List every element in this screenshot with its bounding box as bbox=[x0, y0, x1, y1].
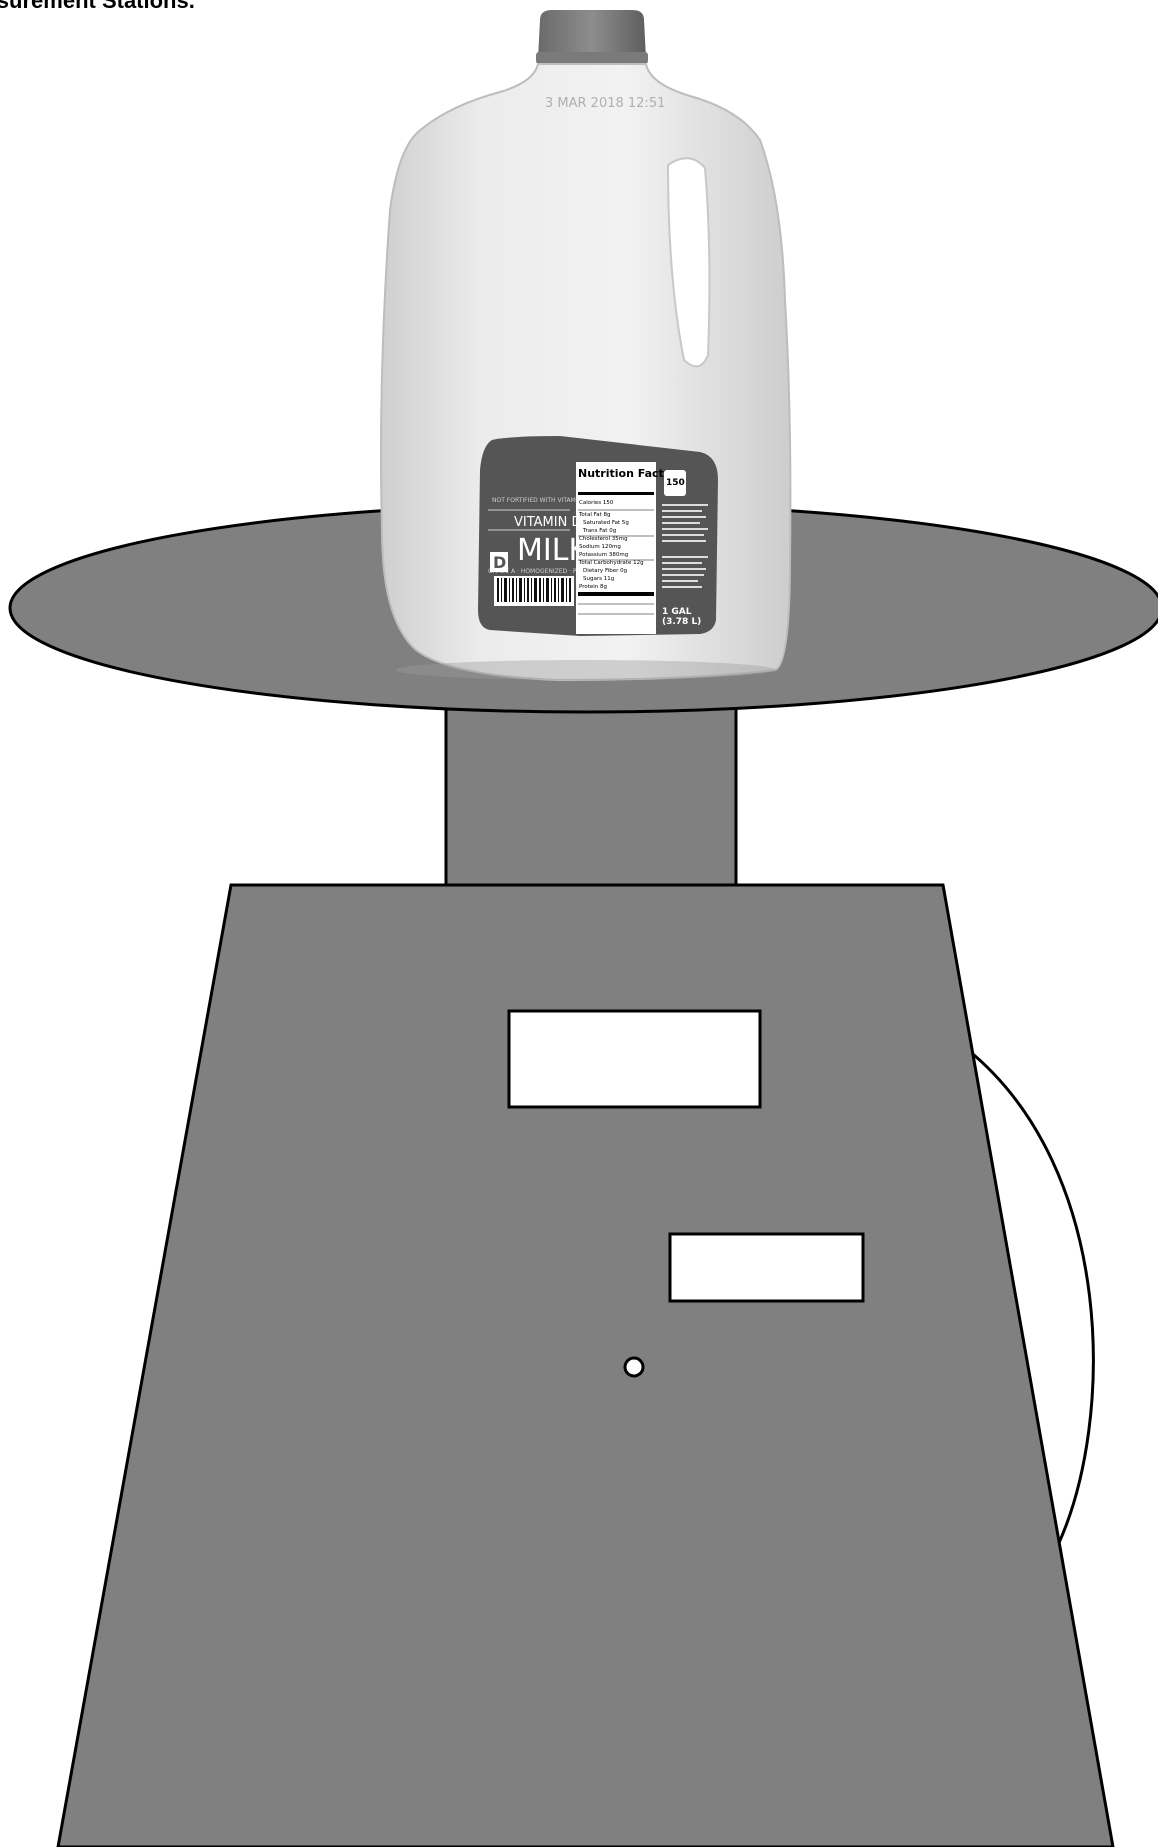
nutrition-row: Dietary Fiber 0g bbox=[583, 568, 627, 574]
milk-size-text: 1 GAL bbox=[662, 607, 692, 617]
barcode-icon bbox=[494, 576, 574, 606]
nutrition-row: Sugars 11g bbox=[583, 576, 614, 582]
scale-column bbox=[446, 708, 736, 885]
svg-text:NOT FORTIFIED WITH VITAMIN D: NOT FORTIFIED WITH VITAMIN D bbox=[492, 497, 589, 504]
scale-display-small bbox=[670, 1234, 863, 1301]
scale-knob bbox=[625, 1358, 643, 1376]
scale-display-large bbox=[509, 1011, 760, 1107]
nutrition-row: Potassium 380mg bbox=[579, 552, 628, 558]
nutrition-row: Protein 8g bbox=[579, 584, 607, 590]
nutrition-row: Saturated Fat 5g bbox=[583, 520, 629, 526]
svg-text:D: D bbox=[493, 553, 506, 572]
milk-brand-text: VITAMIN D bbox=[514, 515, 581, 530]
milk-size-metric-text: (3.78 L) bbox=[662, 617, 701, 627]
milk-jug-picture: 3 MAR 2018 12:51 NOT FORTIFIED WITH VITA… bbox=[381, 10, 790, 680]
nutrition-row: Total Fat 8g bbox=[578, 512, 611, 518]
svg-text:3 MAR 2018 12:51: 3 MAR 2018 12:51 bbox=[545, 96, 665, 111]
nutrition-row: Sodium 120mg bbox=[579, 544, 621, 550]
nutrition-row: Total Carbohydrate 12g bbox=[578, 560, 644, 566]
calories-badge-text: 150 bbox=[666, 478, 685, 488]
nutrition-row: Trans Fat 0g bbox=[582, 528, 616, 534]
nutrition-title: Nutrition Facts bbox=[578, 467, 671, 480]
nutrition-row: Cholesterol 35mg bbox=[579, 536, 628, 542]
nutrition-row: Calories 150 bbox=[579, 500, 614, 506]
jug-cap bbox=[538, 10, 646, 58]
